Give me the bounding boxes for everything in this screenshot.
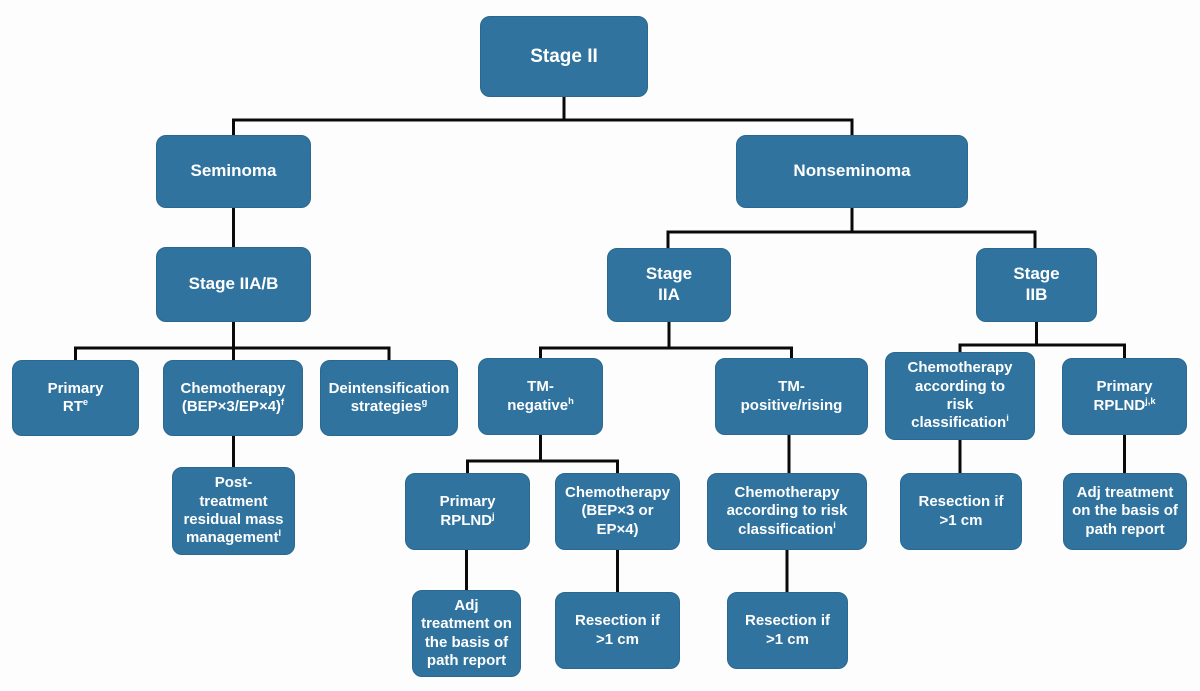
edge-nonseminoma-split bbox=[666, 208, 1037, 248]
node-text: Stage IIB bbox=[1013, 264, 1060, 304]
node-text: Resection if >1 cm bbox=[918, 493, 1004, 529]
node-resection-iib-label: Resection if >1 cm bbox=[918, 493, 1003, 530]
node-primary-rt: Primary RTe bbox=[12, 360, 139, 436]
node-chemotherapy-risk-iia-label: Chemotherapy according to risk classific… bbox=[727, 484, 848, 539]
node-adj-treatment-iib: Adj treatment on the basis of path repor… bbox=[1063, 473, 1187, 550]
node-footnote: f bbox=[281, 397, 285, 407]
node-footnote: g bbox=[421, 397, 428, 407]
node-text: Resection if >1 cm bbox=[744, 612, 831, 648]
node-text: Adj treatment on the basis of path repor… bbox=[1072, 484, 1178, 538]
node-stage-iiab-label: Stage IIA/B bbox=[189, 274, 279, 295]
node-stage-iib-label: Stage IIB bbox=[1013, 264, 1059, 305]
node-text: Chemotherapy (BEP×3 or EP×4) bbox=[564, 484, 671, 538]
node-stage-iiab: Stage IIA/B bbox=[156, 247, 311, 322]
node-tm-positive-rising-label: TM- positive/rising bbox=[741, 378, 843, 415]
node-deintensification-strategies-label: Deintensification strategiesg bbox=[329, 380, 450, 417]
node-footnote: h bbox=[568, 395, 574, 406]
node-post-treatment-residual-mass: Post- treatment residual mass management… bbox=[172, 467, 295, 555]
node-chemotherapy-risk-iia: Chemotherapy according to risk classific… bbox=[707, 473, 867, 550]
node-seminoma: Seminoma bbox=[156, 135, 311, 208]
node-footnote: i bbox=[1006, 413, 1009, 424]
edge-tm-negative-split bbox=[466, 435, 619, 473]
node-adj-treatment-iia-label: Adj treatment on the basis of path repor… bbox=[421, 597, 512, 670]
node-footnote: i bbox=[833, 519, 836, 530]
node-primary-rt-label: Primary RTe bbox=[48, 380, 104, 417]
node-text: Seminoma bbox=[190, 161, 277, 181]
node-text: Primary RT bbox=[47, 379, 104, 415]
edge-stage-iib-split bbox=[958, 322, 1126, 358]
node-primary-rplnd-j: Primary RPLNDj bbox=[405, 473, 530, 550]
node-footnote: e bbox=[82, 397, 89, 407]
node-nonseminoma: Nonseminoma bbox=[736, 135, 968, 208]
node-stage-ii: Stage II bbox=[480, 16, 648, 97]
node-seminoma-label: Seminoma bbox=[191, 161, 277, 182]
node-resection-tm-negative-label: Resection if >1 cm bbox=[575, 612, 660, 649]
node-footnote: l bbox=[278, 528, 282, 539]
node-stage-ii-label: Stage II bbox=[530, 45, 598, 68]
edge-stage-ii-split bbox=[232, 97, 854, 135]
node-footnote: j bbox=[492, 510, 495, 521]
node-text: Adj treatment on the basis of path repor… bbox=[421, 596, 512, 669]
node-chemotherapy-bep3-ep4: Chemotherapy (BEP×3/EP×4)f bbox=[163, 360, 303, 436]
node-text: Post- treatment residual mass management bbox=[183, 474, 284, 547]
node-stage-iia-label: Stage IIA bbox=[646, 264, 692, 305]
node-resection-iib: Resection if >1 cm bbox=[900, 473, 1022, 550]
node-text: Primary RPLND bbox=[1093, 378, 1153, 414]
node-text: Nonseminoma bbox=[793, 161, 911, 181]
node-text: Stage II bbox=[530, 45, 598, 67]
node-text: Stage IIA/B bbox=[188, 274, 279, 294]
node-text: Deintensification strategies bbox=[328, 379, 450, 415]
node-tm-negative-label: TM- negativeh bbox=[507, 378, 574, 415]
node-text: TM- negative bbox=[507, 378, 569, 414]
node-footnote: j,k bbox=[1145, 395, 1156, 406]
node-nonseminoma-label: Nonseminoma bbox=[793, 161, 910, 182]
node-tm-negative: TM- negativeh bbox=[478, 358, 603, 435]
node-chemotherapy-bep3-ep4-label: Chemotherapy (BEP×3/EP×4)f bbox=[180, 380, 285, 417]
node-resection-tm-negative: Resection if >1 cm bbox=[555, 592, 680, 669]
node-chemotherapy-bep3-or-ep4-label: Chemotherapy (BEP×3 or EP×4) bbox=[565, 484, 670, 539]
node-text: TM- positive/rising bbox=[740, 378, 843, 414]
node-tm-positive-rising: TM- positive/rising bbox=[715, 358, 868, 435]
node-post-treatment-residual-mass-label: Post- treatment residual mass management… bbox=[183, 474, 283, 547]
node-text: Chemotherapy according to risk classific… bbox=[726, 484, 848, 538]
node-stage-iia: Stage IIA bbox=[607, 248, 731, 322]
node-chemotherapy-risk-iib: Chemotherapy according to risk classific… bbox=[885, 352, 1035, 440]
edge-stage-iiab-split bbox=[74, 322, 391, 360]
node-chemotherapy-risk-iib-label: Chemotherapy according to risk classific… bbox=[907, 359, 1012, 432]
node-text: Stage IIA bbox=[645, 264, 693, 304]
node-text: Resection if >1 cm bbox=[574, 612, 661, 648]
node-deintensification-strategies: Deintensification strategiesg bbox=[320, 360, 458, 436]
node-text: Primary RPLND bbox=[439, 493, 496, 529]
node-primary-rplnd-j-label: Primary RPLNDj bbox=[440, 493, 496, 530]
node-adj-treatment-iib-label: Adj treatment on the basis of path repor… bbox=[1072, 484, 1178, 539]
node-adj-treatment-iia: Adj treatment on the basis of path repor… bbox=[412, 590, 521, 677]
node-text: Chemotherapy according to risk classific… bbox=[907, 359, 1013, 432]
node-primary-rplnd-jk: Primary RPLNDj,k bbox=[1062, 358, 1187, 435]
node-resection-tm-positive: Resection if >1 cm bbox=[727, 592, 848, 669]
node-primary-rplnd-jk-label: Primary RPLNDj,k bbox=[1093, 378, 1155, 415]
node-chemotherapy-bep3-or-ep4: Chemotherapy (BEP×3 or EP×4) bbox=[555, 473, 680, 550]
node-text: Chemotherapy (BEP×3/EP×4) bbox=[180, 379, 286, 415]
edge-stage-iia-split bbox=[539, 322, 793, 358]
node-stage-iib: Stage IIB bbox=[976, 248, 1097, 322]
node-resection-tm-positive-label: Resection if >1 cm bbox=[745, 612, 830, 649]
